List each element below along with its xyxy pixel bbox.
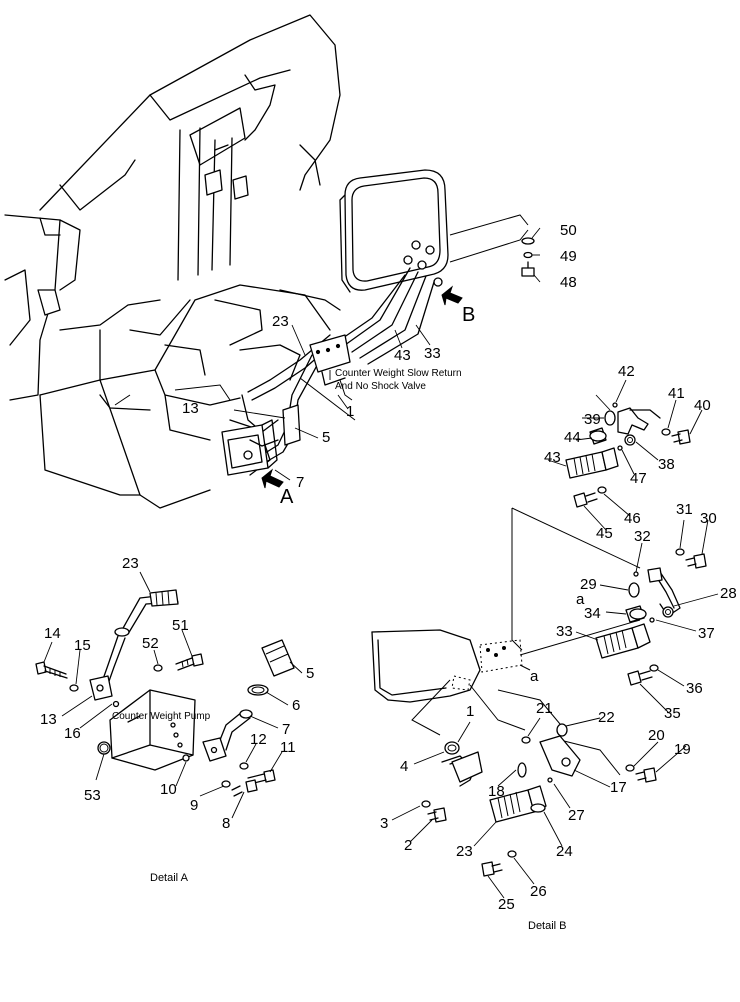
callout-detail-b: 45 [596, 525, 613, 542]
callout-detail-b: 47 [630, 470, 647, 487]
callout-detail-a: 6 [292, 697, 300, 714]
pump-label: Counter Weight Pump [112, 711, 211, 722]
callout-detail-b: 43 [544, 449, 561, 466]
callout-main: 43 [394, 347, 411, 364]
valve-label-line2: And No Shock Valve [335, 381, 426, 392]
callout-detail-b: 34 [584, 605, 601, 622]
callout-main: 49 [560, 248, 577, 265]
callout-detail-b: 19 [674, 741, 691, 758]
callout-detail-b: 4 [400, 758, 408, 775]
callout-detail-a: 12 [250, 731, 267, 748]
detail-b-leaders [391, 379, 719, 899]
callout-detail-b: 18 [488, 783, 505, 800]
callout-detail-b: 27 [568, 807, 585, 824]
callout-detail-b: 23 [456, 843, 473, 860]
callout-detail-b: 20 [648, 727, 665, 744]
callout-main: 1 [346, 403, 354, 420]
detail-a-drawing [35, 589, 295, 797]
callout-detail-b: 36 [686, 680, 703, 697]
bolt-stack-48-50 [521, 237, 535, 277]
callout-detail-b: 44 [564, 429, 581, 446]
detail-b-drawing [371, 402, 707, 877]
view-a-arrow [261, 468, 284, 489]
callout-main: 23 [272, 313, 289, 330]
callout-detail-a: 51 [172, 617, 189, 634]
callout-detail-b: 41 [668, 385, 685, 402]
counterweight-pump-main [221, 419, 279, 476]
hydraulic-tank [339, 169, 529, 293]
callout-detail-b: 42 [618, 363, 635, 380]
callout-detail-a: 11 [280, 739, 296, 756]
valve-label-line1: Counter Weight Slow Return [335, 368, 462, 379]
callout-detail-b: 37 [698, 625, 715, 642]
detail-a-caption: Detail A [150, 872, 189, 884]
callout-detail-b: 26 [530, 883, 547, 900]
callout-detail-a: 5 [306, 665, 314, 682]
callout-detail-b: 25 [498, 896, 515, 913]
callout-detail-b: 32 [634, 528, 651, 545]
callout-detail-b: 24 [556, 843, 573, 860]
callout-detail-b: 46 [624, 510, 641, 527]
callout-detail-b: 31 [676, 501, 693, 518]
callout-detail-a: 10 [160, 781, 177, 798]
detail-b-caption: Detail B [528, 920, 567, 932]
callout-detail-b: 2 [404, 837, 412, 854]
view-b-arrow [441, 285, 463, 306]
callout-detail-a: 53 [84, 787, 101, 804]
callout-detail-b: 29 [580, 576, 597, 593]
callout-detail-b: 17 [610, 779, 627, 796]
callout-detail-a: 23 [122, 555, 139, 572]
callout-detail-b: 38 [658, 456, 675, 473]
callout-detail-b: 33 [556, 623, 573, 640]
callout-main: 48 [560, 274, 577, 291]
callout-detail-b: 22 [598, 709, 615, 726]
callout-main: 5 [322, 429, 330, 446]
callout-detail-a: 8 [222, 815, 230, 832]
callout-detail-b: 30 [700, 510, 717, 527]
callout-detail-b: 39 [584, 411, 601, 428]
main-leaders [233, 227, 541, 481]
callout-main: 13 [182, 400, 199, 417]
callout-main: 50 [560, 222, 577, 239]
callout-detail-a: 52 [142, 635, 159, 652]
detail-a-leaders [43, 571, 303, 819]
callout-detail-b: 28 [720, 585, 737, 602]
callout-detail-b: a [530, 668, 539, 685]
counterweight-valve [299, 334, 356, 421]
callout-detail-b: a [576, 591, 585, 608]
callout-detail-a: 14 [44, 625, 61, 642]
machine-body [4, 14, 341, 509]
callout-main: 33 [424, 345, 441, 362]
view-label-b: B [462, 304, 475, 326]
view-label-a: A [280, 486, 294, 508]
callout-detail-a: 15 [74, 637, 91, 654]
callout-detail-a: 13 [40, 711, 57, 728]
callout-detail-b: 1 [466, 703, 474, 720]
callout-detail-b: 35 [664, 705, 681, 722]
callout-detail-b: 40 [694, 397, 711, 414]
callout-main: 7 [296, 474, 304, 491]
callout-detail-b: 3 [380, 815, 388, 832]
callout-detail-b: 21 [536, 700, 553, 717]
callout-detail-a: 16 [64, 725, 81, 742]
callout-detail-a: 7 [282, 721, 290, 738]
callout-detail-a: 9 [190, 797, 198, 814]
